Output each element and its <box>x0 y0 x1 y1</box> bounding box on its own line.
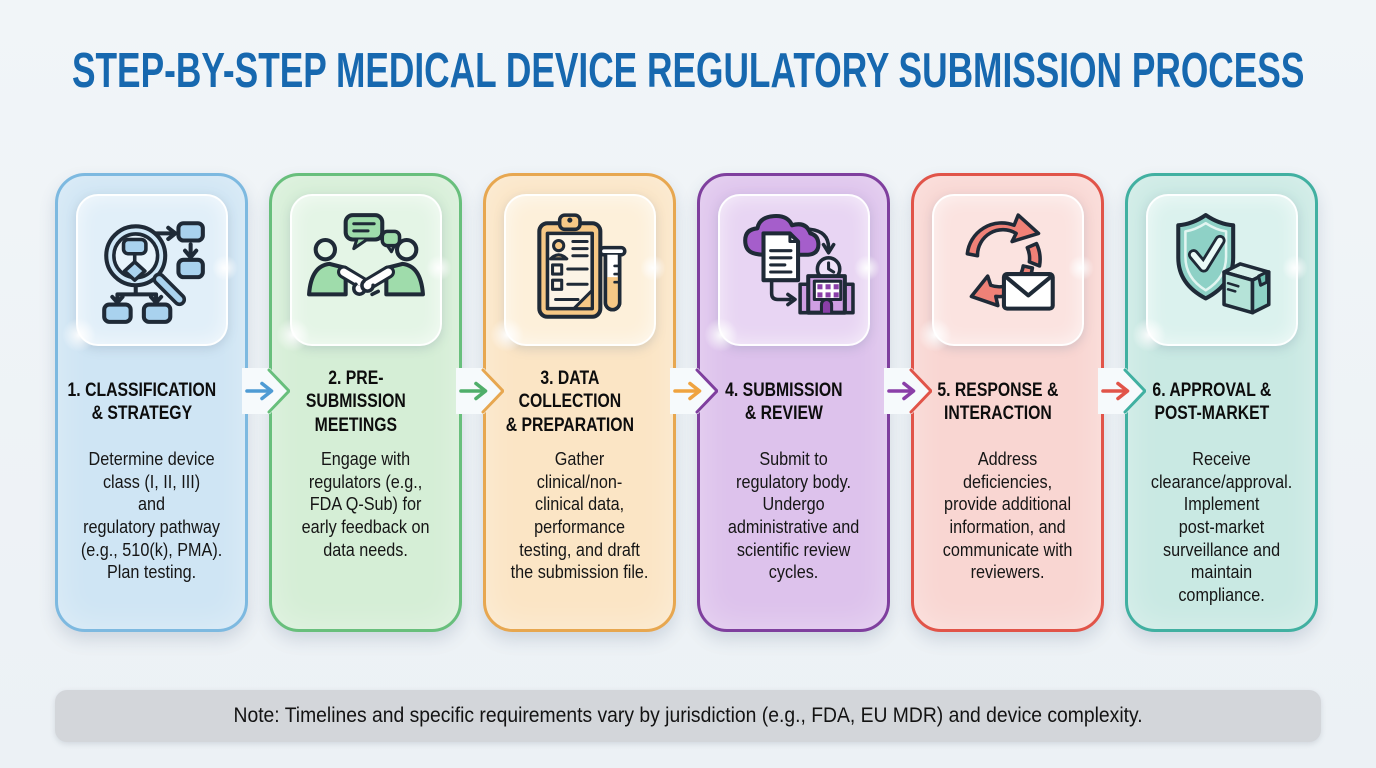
arrow-connector-3-4 <box>670 368 718 414</box>
step4-title: 4. SUBMISSION & REVIEW <box>725 379 843 424</box>
arrow-connector-5-6 <box>1098 368 1146 414</box>
step-card-classification-strategy: 1. CLASSIFICATION & STRATEGY Determine d… <box>55 173 248 632</box>
step3-title: 3. DATA COLLECTION & PREPARATION <box>506 368 635 436</box>
right-arrow-icon <box>1098 368 1146 414</box>
cloud-upload-building-icon <box>742 214 855 315</box>
step2-title: 2. PRE- SUBMISSION MEETINGS <box>306 368 407 436</box>
step-card-approval-post-market: 6. APPROVAL & POST-MARKET Receive cleara… <box>1125 173 1318 632</box>
shield-check-package-icon <box>1175 213 1271 315</box>
note-banner: Note: Timelines and specific requirement… <box>55 690 1321 742</box>
step1-title: 1. CLASSIFICATION & STRATEGY <box>67 379 217 424</box>
step1-description: Determine device class (I, II, III) and … <box>80 449 223 583</box>
step-card-data-collection-preparation: 3. DATA COLLECTION & PREPARATION Gather … <box>483 173 676 632</box>
right-arrow-icon <box>242 368 290 414</box>
page-title-text: STEP-BY-STEP MEDICAL DEVICE REGULATORY S… <box>71 44 1305 98</box>
right-arrow-icon <box>456 368 504 414</box>
step5-icon-box <box>917 194 1094 352</box>
right-arrow-icon <box>884 368 932 414</box>
step6-description: Receive clearance/approval. Implement po… <box>1150 449 1293 606</box>
step-card-response-interaction: 5. RESPONSE & INTERACTION Address defici… <box>911 173 1104 632</box>
arrow-connector-4-5 <box>884 368 932 414</box>
step6-title: 6. APPROVAL & POST-MARKET <box>1152 379 1272 424</box>
step2-icon-box <box>275 194 452 352</box>
arrow-connector-2-3 <box>456 368 504 414</box>
step-card-pre-submission-meetings: 2. PRE- SUBMISSION MEETINGS Engage with … <box>269 173 462 632</box>
step1-icon-box <box>61 194 238 352</box>
clipboard-testtube-icon <box>536 213 627 319</box>
step5-title: 5. RESPONSE & INTERACTION <box>937 379 1059 424</box>
magnifier-flowchart-icon <box>101 221 205 324</box>
step4-description: Submit to regulatory body. Undergo admin… <box>727 449 860 583</box>
arrow-connector-1-2 <box>242 368 290 414</box>
handshake-meeting-icon <box>306 213 425 297</box>
step5-description: Address deficiencies, provide additional… <box>942 449 1073 583</box>
step3-description: Gather clinical/non- clinical data, perf… <box>510 449 649 583</box>
step6-icon-box <box>1131 194 1308 352</box>
right-arrow-icon <box>670 368 718 414</box>
note-text: Note: Timelines and specific requirement… <box>233 704 1143 727</box>
page-title: STEP-BY-STEP MEDICAL DEVICE REGULATORY S… <box>55 44 1321 98</box>
step4-icon-box <box>703 194 880 352</box>
cycle-arrows-envelope-icon <box>965 213 1055 311</box>
step2-description: Engage with regulators (e.g., FDA Q-Sub)… <box>301 449 430 560</box>
step-card-submission-review: 4. SUBMISSION & REVIEW Submit to regulat… <box>697 173 890 632</box>
step3-icon-box <box>489 194 666 352</box>
